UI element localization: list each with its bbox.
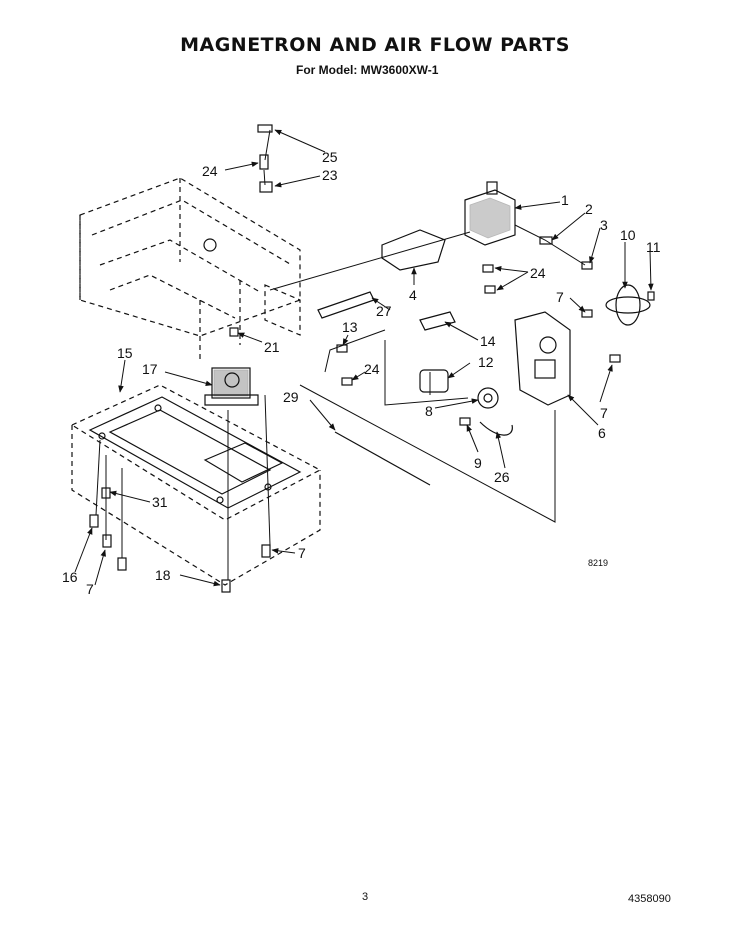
callout-3: 3 [600,217,608,233]
fan-motor [477,387,499,409]
callout-17: 17 [142,361,158,377]
capacitor [419,369,449,393]
transformer [204,367,259,406]
callout-1: 1 [561,192,569,208]
base-plate [70,384,322,586]
callout-8: 8 [425,403,433,419]
thermal-wire [479,421,513,436]
callout-13: 13 [342,319,358,335]
screws [89,124,655,593]
model-subtitle: For Model: MW3600XW-1 [296,63,439,77]
fan-blade [605,284,651,326]
callout-29: 29 [283,389,299,405]
callout-31: 31 [152,494,168,510]
callout-26: 26 [494,469,510,485]
callout-12: 12 [478,354,494,370]
page-number: 3 [362,891,369,903]
callout-24: 24 [202,163,218,179]
callout-14: 14 [480,333,496,349]
callout-7: 7 [298,545,306,561]
callout-6: 6 [598,425,606,441]
page-title: MAGNETRON AND AIR FLOW PARTS [180,34,570,56]
callout-16: 16 [62,569,78,585]
callout-23: 23 [322,167,338,183]
assembly-lines [95,129,586,580]
air-duct [381,229,446,271]
callout-7: 7 [86,581,94,597]
callout-18: 18 [155,567,171,583]
callout-10: 10 [620,227,636,243]
callout-21: 21 [264,339,280,355]
leader-arrows [74,129,654,587]
callout-7: 7 [600,405,608,421]
callout-7: 7 [556,289,564,305]
fan-bracket [514,311,571,406]
cabinet-outline [79,177,301,360]
wire-harness [334,431,431,486]
air-guide-strip [317,291,375,319]
callout-15: 15 [117,345,133,361]
callout-2: 2 [585,201,593,217]
callout-25: 25 [322,149,338,165]
callout-9: 9 [474,455,482,471]
diagram-code: 8219 [588,558,608,568]
magnetron [464,181,516,246]
callout-24: 24 [530,265,546,281]
document-number: 4358090 [628,893,671,905]
callout-24: 24 [364,361,380,377]
callout-11: 11 [646,239,661,255]
callout-27: 27 [376,303,392,319]
callout-4: 4 [409,287,417,303]
callout-labels: 25 24 23 1 2 3 10 11 24 4 7 27 13 14 21 … [62,149,661,597]
